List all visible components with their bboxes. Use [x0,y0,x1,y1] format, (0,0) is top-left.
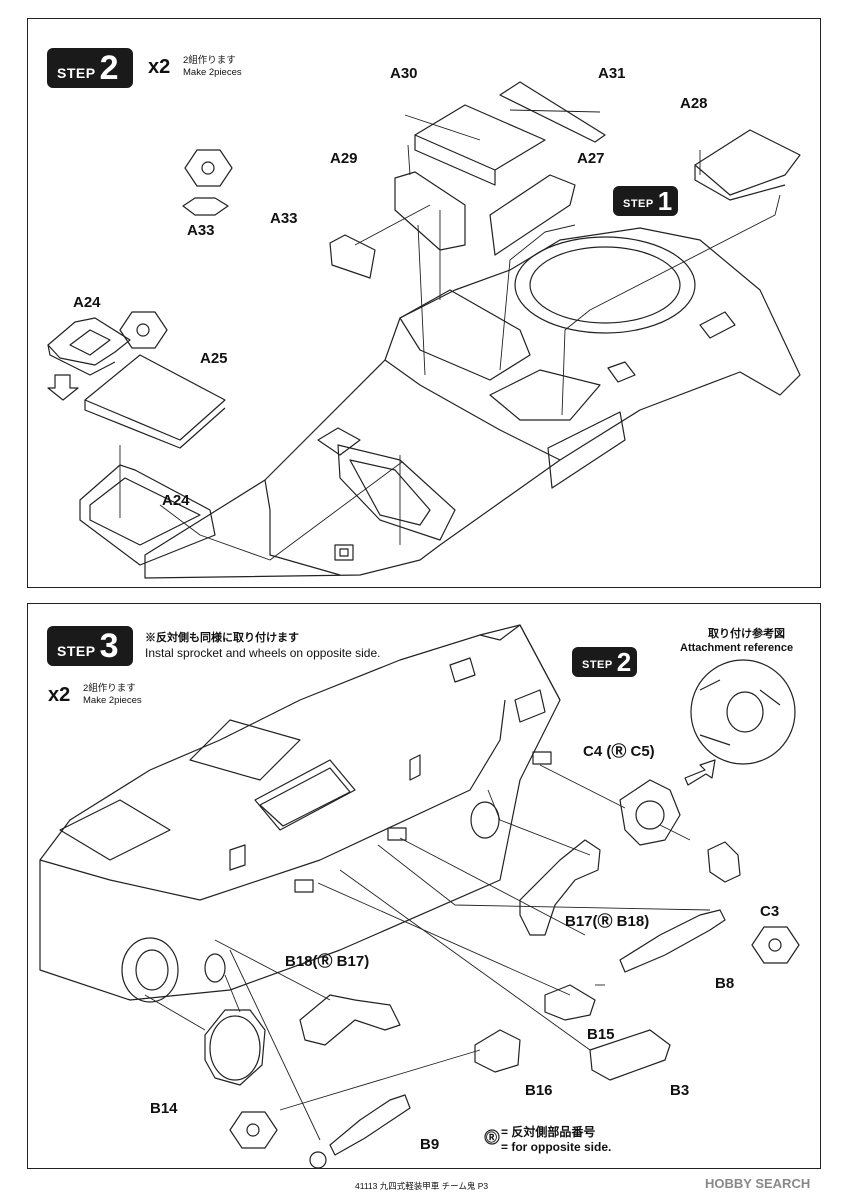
step3-multiplier: x2 [48,684,71,706]
part-b18 [299,994,401,1046]
label-a28: A28 [680,95,708,112]
step1-ref-badge-word: STEP [623,198,654,210]
legend-en: = for opposite side. [501,1140,612,1154]
step1-ref-badge: STEP 1 [613,186,678,216]
step2-note-en: Make 2pieces [183,67,242,78]
r-symbol-icon [484,1129,500,1145]
attachment-reference-circle [690,659,796,765]
step2-badge-word: STEP [57,65,96,81]
attachment-reference-en: Attachment reference [680,642,794,654]
down-arrow-icon [47,374,79,401]
step3-note-jp: ※反対側も同様に取り付けます [145,632,299,644]
nipper-hex-4 [229,1111,278,1149]
label-c3: C3 [760,903,780,920]
label-b9: B9 [420,1136,440,1153]
label-b3: B3 [670,1082,690,1099]
legend-jp: = 反対側部品番号 [501,1125,596,1139]
right-arrow-icon [684,759,716,786]
step3-parts [204,659,800,1169]
step2-badge-number: 2 [99,49,119,87]
step3-badge: STEP 3 [47,626,133,666]
step2-ref-badge: STEP 2 [572,647,637,677]
watermark: HOBBY SEARCH [705,1176,811,1191]
step2-ref-badge-word: STEP [582,659,613,671]
part-a29 [394,171,466,251]
label-b17-b18: B17(Ⓡ B18) [565,913,650,930]
step2-guide-lines [119,109,781,561]
label-a29: A29 [330,150,358,167]
part-a30 [414,104,546,171]
part-a27 [489,174,576,256]
label-c4-c5: C4 (Ⓡ C5) [583,743,655,760]
label-a30: A30 [390,65,418,82]
footer-text: 41113 九四式軽装甲車 チーム鬼 P3 [355,1181,489,1191]
label-b15: B15 [587,1026,615,1043]
part-b16 [474,1029,521,1073]
step3-note-en: Instal sprocket and wheels on opposite s… [145,646,381,660]
part-a25 [84,354,226,441]
step2-ref-badge-number: 2 [616,647,632,677]
step1-ref-badge-number: 1 [657,186,673,216]
step3-hull [39,624,561,1003]
label-b8: B8 [715,975,735,992]
legend-symbol: Ⓡ [486,1132,497,1144]
nipper-hex-1 [184,149,233,187]
label-a31: A31 [598,65,626,82]
label-b16: B16 [525,1082,553,1099]
label-a25: A25 [200,350,228,367]
label-a27: A27 [577,150,605,167]
step3-badge-number: 3 [99,627,119,665]
attachment-reference-jp: 取り付け参考図 [708,628,785,640]
label-b18-b17: B18(Ⓡ B17) [285,953,370,970]
label-a24-top: A24 [73,294,101,311]
step3-panel [27,603,821,1169]
label-a33-main: A33 [270,210,298,227]
step2-multiplier: x2 [148,56,171,78]
part-b17 [519,839,601,936]
part-b8 [619,909,726,973]
part-a24-bottom [79,464,216,566]
part-a33 [329,234,376,279]
step3-make-en: Make 2pieces [83,695,142,706]
nipper-hex-3 [751,926,800,964]
part-c4 [619,779,681,846]
nipper-hex-2 [119,311,168,349]
step2-badge: STEP 2 [47,48,133,88]
part-a28 [694,129,801,196]
step3-badge-word: STEP [57,643,96,659]
label-a24-bottom: A24 [162,492,190,509]
part-c3 [707,841,741,883]
part-a24-top [47,317,131,366]
part-b15 [544,984,596,1021]
step2-parts [47,81,801,566]
label-b14: B14 [150,1100,178,1117]
step2-hull [144,227,801,579]
part-a33-inset [182,197,229,216]
part-b9 [329,1094,411,1156]
part-a31 [499,81,606,143]
part-b14 [204,1009,266,1086]
label-a33-inset: A33 [187,222,215,239]
step3-make-jp: 2組作ります [83,683,136,694]
part-b3 [589,1029,671,1081]
step3-guide-lines [144,764,711,1141]
step2-note-jp: 2組作ります [183,55,236,66]
